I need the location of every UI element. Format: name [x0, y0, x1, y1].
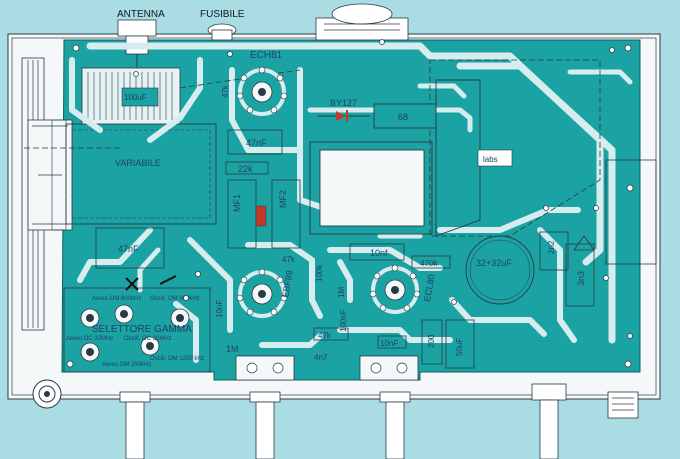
tube-label-ebf89: EBF89 [280, 270, 295, 299]
cap-47nf-left-label: 47nF [118, 244, 139, 254]
cap-50uf [445, 319, 475, 369]
cap-200-label: 200 [427, 334, 436, 348]
tube-label-ech81: ECH81 [250, 50, 283, 61]
selector-aereo-om-250: Aereo OM 250kHz [102, 362, 151, 368]
ground-symbol [573, 235, 595, 251]
resistor-68 [373, 103, 437, 129]
electrolytic-32uf [465, 235, 535, 305]
dial-knob-left[interactable] [32, 379, 62, 409]
potentiometer-2 [359, 355, 419, 381]
antenna-coil: 100uF [81, 67, 181, 125]
cap-10nf-mid-label: 10nf [370, 248, 388, 258]
cap-4n7-label: 4n7 [314, 353, 328, 362]
res-22k-label: 22k [238, 164, 253, 174]
mounting-holes [66, 39, 634, 368]
shaft-volume[interactable] [249, 391, 281, 459]
cap-10nf-mid [349, 243, 405, 261]
shaft-tuning[interactable] [531, 383, 567, 459]
tube-label-ecl80: ECL80 [422, 273, 437, 302]
resistor-mf [255, 205, 267, 227]
labs-label: labs [483, 155, 498, 164]
fuse-holder[interactable] [207, 23, 237, 41]
res-1m-label: 1M [226, 344, 239, 354]
res-47k-bottom-label: 47k [318, 331, 332, 340]
electrolytic-32uf-label: 32+32uF [476, 258, 512, 268]
selector-oscill-oc-20: Oscill. OC 20MHz [124, 336, 172, 342]
tube-socket-ebf89 [236, 268, 288, 318]
selector-aereo-om-600: Aereo OM 600kHz [92, 296, 141, 302]
res-100k-label: 100k [315, 264, 324, 282]
res-22k [225, 161, 269, 175]
mains-transformer [315, 3, 409, 41]
cap-200 [421, 319, 443, 365]
res-470k-label: 470k [420, 259, 438, 268]
rectifier-label: BY127 [330, 98, 357, 108]
left-bracket [51, 119, 67, 231]
res-47k-mid-label: 47k [282, 255, 296, 264]
band-selector[interactable] [63, 275, 211, 373]
res-1m-ecl-label: 1M [337, 287, 346, 298]
tube-socket-ech81 [236, 66, 288, 116]
cap-10nf-bottom-label: 10nF [380, 339, 398, 348]
selector-oscill-om-1250: Oscill. OM 1250 kHz [150, 356, 205, 362]
if-transformer-2 [271, 179, 301, 249]
shaft-selector[interactable] [119, 391, 151, 459]
potentiometer-1 [235, 355, 295, 381]
right-bracket [605, 159, 657, 265]
copper-tracks [69, 42, 633, 363]
selector-title: SELETTORE GAMMA [92, 324, 192, 335]
cap-50uf-label: 50uF [455, 338, 464, 356]
cap-3n3 [565, 243, 595, 307]
cap-100uf-label: 100uF [124, 93, 147, 102]
cap-47nf-left [95, 227, 165, 269]
cap-2n2 [539, 231, 569, 271]
cap-3n3-label: 3n3 [576, 271, 586, 286]
cap-10nf-left-label: 10nF [215, 300, 224, 318]
dial-pulley [21, 57, 73, 331]
fuse-label: FUSIBILE [200, 9, 245, 20]
if-transformer-2-label: MF2 [278, 190, 288, 208]
resistor-68-label: 68 [398, 112, 408, 122]
cap-2n2-label: 2n2 [547, 240, 556, 254]
cap-47nf-top [227, 129, 283, 155]
variable-label: VARIABILE [115, 158, 161, 168]
output-transformer: labs [309, 79, 513, 237]
antenna-label: ANTENNA [117, 9, 165, 20]
res-47k-top-label: 47k [221, 84, 230, 98]
shaft-tone[interactable] [379, 391, 411, 459]
cap-10nf-bottom [377, 335, 407, 349]
res-470k [411, 255, 451, 269]
pulley-right [607, 391, 639, 419]
selector-aereo-oc-20: Aereo OC 20MHz [66, 336, 113, 342]
rectifier-diode [318, 110, 370, 122]
if-transformer-1-label: MF1 [232, 194, 242, 212]
cap-100nf-label: 100nF [339, 309, 348, 332]
speaker-cover-outline [429, 59, 601, 237]
tube-socket-ecl80 [369, 264, 421, 314]
res-47k-bottom [313, 327, 349, 341]
selector-oscill-om-600: Oscill. OM 600kHz [150, 296, 200, 302]
feed-line [179, 69, 301, 89]
cap-47nf-top-label: 47nF [246, 138, 267, 148]
